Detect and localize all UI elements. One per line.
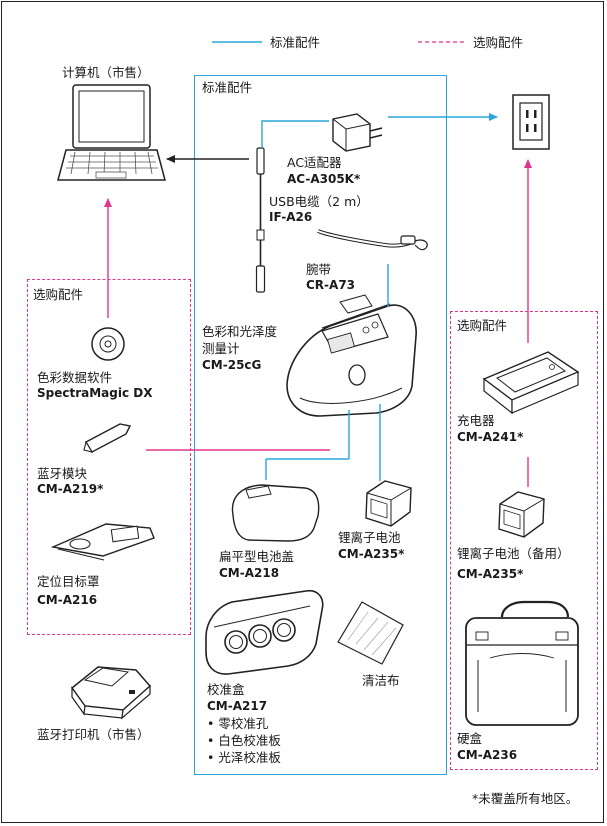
wall-outlet-icon bbox=[512, 94, 550, 150]
laptop-icon bbox=[57, 84, 166, 181]
battery-icon bbox=[365, 480, 412, 527]
charger-name: 充电器 bbox=[457, 413, 495, 428]
hard-case-model: CM-A236 bbox=[457, 748, 518, 762]
calibration-item: • 光泽校准板 bbox=[207, 750, 281, 765]
footnote: *未覆盖所有地区。 bbox=[472, 791, 579, 806]
battery-cover-name: 扁平型电池盖 bbox=[219, 549, 295, 564]
instrument-name-line1: 色彩和光泽度 bbox=[202, 324, 278, 339]
right-optional-box bbox=[450, 311, 598, 770]
bluetooth-module-icon bbox=[83, 423, 132, 453]
legend-optional-label: 选购配件 bbox=[473, 35, 524, 50]
standard-accessories-box bbox=[194, 75, 447, 775]
spare-battery-icon bbox=[498, 491, 545, 538]
calibration-box-model: CM-A217 bbox=[207, 699, 268, 713]
battery-cover-icon bbox=[231, 484, 320, 542]
calibration-box-icon bbox=[205, 589, 324, 675]
cleaning-cloth-name: 清洁布 bbox=[362, 673, 400, 688]
software-name: 色彩数据软件 bbox=[37, 370, 113, 385]
battery-cover-model: CM-A218 bbox=[219, 566, 280, 580]
target-mask-model: CM-A216 bbox=[37, 593, 98, 607]
wrist-strap-model: CR-A73 bbox=[306, 278, 356, 292]
calibration-item: • 零校准孔 bbox=[207, 716, 269, 731]
software-cd-icon bbox=[91, 327, 125, 361]
target-mask-name: 定位目标罩 bbox=[37, 574, 100, 589]
calibration-item: • 白色校准板 bbox=[207, 733, 281, 748]
standard-box-title: 标准配件 bbox=[202, 80, 253, 95]
bluetooth-module-model: CM-A219* bbox=[37, 482, 104, 496]
optional-connections bbox=[104, 159, 532, 487]
target-mask-icon bbox=[50, 523, 155, 561]
instrument-model: CM-25cG bbox=[202, 358, 262, 372]
bluetooth-module-name: 蓝牙模块 bbox=[37, 466, 88, 481]
legend-standard-label: 标准配件 bbox=[270, 35, 321, 50]
cleaning-cloth-icon bbox=[337, 601, 404, 665]
calibration-box-name: 校准盒 bbox=[207, 682, 245, 697]
usb-cable-model: IF-A26 bbox=[269, 210, 313, 224]
ac-adapter-name: AC适配器 bbox=[287, 155, 342, 170]
spare-battery-name: 锂离子电池（备用） bbox=[457, 546, 570, 561]
ac-adapter-model: AC-A305K* bbox=[287, 172, 361, 186]
usb-cable-name: USB电缆（2 m） bbox=[269, 194, 369, 209]
instrument-icon bbox=[286, 294, 417, 417]
usb-cable-icon bbox=[255, 147, 266, 293]
standard-connections bbox=[261, 113, 498, 481]
battery-name: 锂离子电池 bbox=[338, 530, 401, 545]
battery-model: CM-A235* bbox=[338, 547, 405, 561]
software-model: SpectraMagic DX bbox=[37, 386, 153, 400]
hard-case-name: 硬盒 bbox=[457, 731, 483, 746]
right-optional-title: 选购配件 bbox=[457, 318, 508, 333]
hard-case-icon bbox=[465, 600, 579, 726]
charger-model: CM-A241* bbox=[457, 430, 524, 444]
bluetooth-printer-icon bbox=[70, 666, 152, 720]
wrist-strap-name: 腕带 bbox=[306, 262, 332, 277]
wrist-strap-icon bbox=[317, 229, 428, 251]
left-optional-title: 选购配件 bbox=[33, 287, 84, 302]
computer-label: 计算机（市售） bbox=[62, 65, 150, 80]
instrument-name-line2: 测量计 bbox=[202, 341, 240, 356]
bluetooth-printer-name: 蓝牙打印机（市售） bbox=[37, 727, 150, 742]
spare-battery-model: CM-A235* bbox=[457, 567, 524, 581]
left-optional-box bbox=[27, 279, 191, 635]
ac-adapter-icon bbox=[332, 113, 383, 152]
charger-icon bbox=[482, 351, 580, 415]
